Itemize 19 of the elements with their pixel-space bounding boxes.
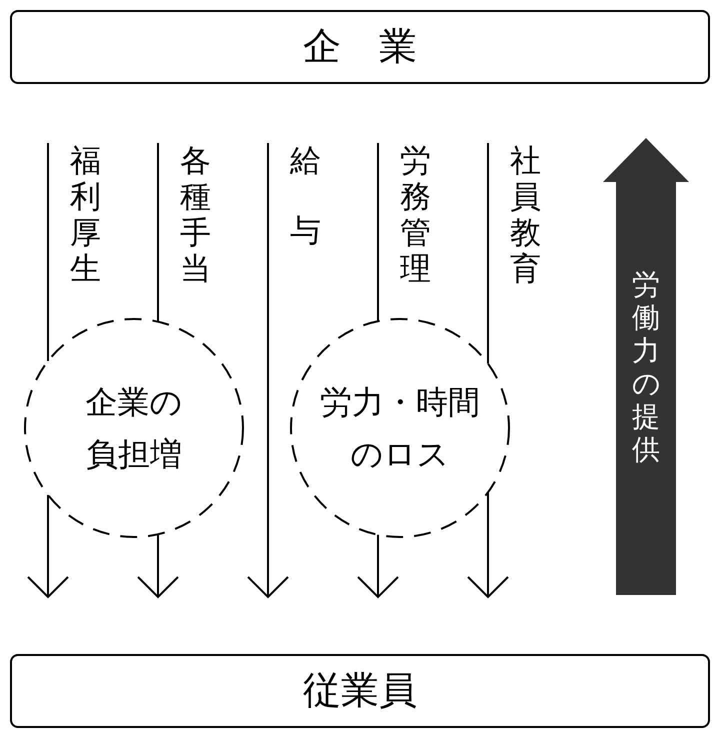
node-label: 労力・時間のロス <box>319 383 481 474</box>
arrow <box>247 143 289 598</box>
connector-line <box>47 143 49 362</box>
arrow <box>27 494 69 598</box>
dashed-circle <box>24 318 244 538</box>
edge-label: 労働力の提供 <box>632 268 660 466</box>
connector-line <box>157 143 159 322</box>
arrow <box>357 534 399 598</box>
node-label: 従業員 <box>303 669 417 713</box>
connector-line <box>377 143 379 322</box>
rounded-box <box>10 10 710 84</box>
connector-line <box>487 143 489 364</box>
dashed-circle <box>290 318 510 538</box>
rounded-box <box>10 654 710 728</box>
block-arrow <box>603 138 689 595</box>
arrow <box>467 492 509 598</box>
node-label: 企業の負担増 <box>84 383 184 474</box>
node-label: 企 業 <box>303 25 417 69</box>
arrow <box>137 534 179 598</box>
